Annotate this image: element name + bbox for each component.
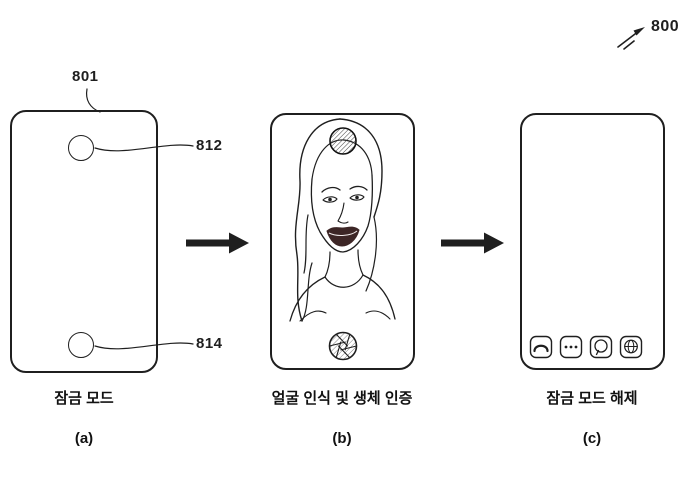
hair-strand xyxy=(303,214,309,274)
shoulder-right xyxy=(362,274,396,320)
pen-arrow-icon xyxy=(617,27,645,50)
panel-a-caption: 잠금 모드 xyxy=(54,390,114,407)
panel-b-caption: 얼굴 인식 및 생체 인증 xyxy=(271,390,413,407)
messages-app-icon xyxy=(559,335,583,359)
face-outline xyxy=(310,174,374,253)
eyebrow-right xyxy=(349,185,368,191)
ref-label-812: 812 xyxy=(196,137,223,154)
hair-strand xyxy=(301,262,313,322)
aperture-icon xyxy=(328,331,358,361)
cloth-fold xyxy=(299,310,327,322)
cloth-fold xyxy=(365,310,391,320)
pupil-right xyxy=(355,195,359,200)
hair-right xyxy=(339,118,383,218)
browser-app-icon xyxy=(619,335,643,359)
lips xyxy=(326,226,360,247)
panel-b-label: (b) xyxy=(332,430,352,447)
figure-number: 800 xyxy=(651,18,680,35)
eye-right xyxy=(349,194,365,201)
phone-face-auth xyxy=(270,113,415,370)
mouth-line xyxy=(328,230,358,236)
camera-circle-icon xyxy=(68,135,94,161)
neck-left xyxy=(324,251,331,278)
phone-app-icon xyxy=(529,335,553,359)
shoulder-left xyxy=(289,276,326,322)
ref-label-801: 801 xyxy=(72,68,99,85)
chat-app-icon xyxy=(589,335,613,359)
eyebrow-left xyxy=(321,186,341,193)
panel-c-caption: 잠금 모드 해제 xyxy=(546,390,638,407)
arrow-right-icon xyxy=(186,232,249,254)
hair-left xyxy=(294,118,341,322)
pupil-left xyxy=(328,197,332,202)
neck-right xyxy=(357,249,364,276)
leader-line-801 xyxy=(85,88,101,113)
panel-c-label: (c) xyxy=(582,430,602,447)
panel-a-label: (a) xyxy=(74,430,94,447)
hatched-camera-icon xyxy=(329,127,357,155)
sensor-circle-icon xyxy=(68,332,94,358)
eye-left xyxy=(322,196,338,203)
phone-locked xyxy=(10,110,158,373)
nose xyxy=(337,202,349,224)
arrow-right-icon xyxy=(441,232,504,254)
hair-fall xyxy=(365,216,377,292)
face-auth-screen xyxy=(289,118,396,361)
ref-label-814: 814 xyxy=(196,335,223,352)
phone-unlocked xyxy=(520,113,665,370)
neckline xyxy=(324,274,364,288)
home-screen xyxy=(529,335,643,359)
